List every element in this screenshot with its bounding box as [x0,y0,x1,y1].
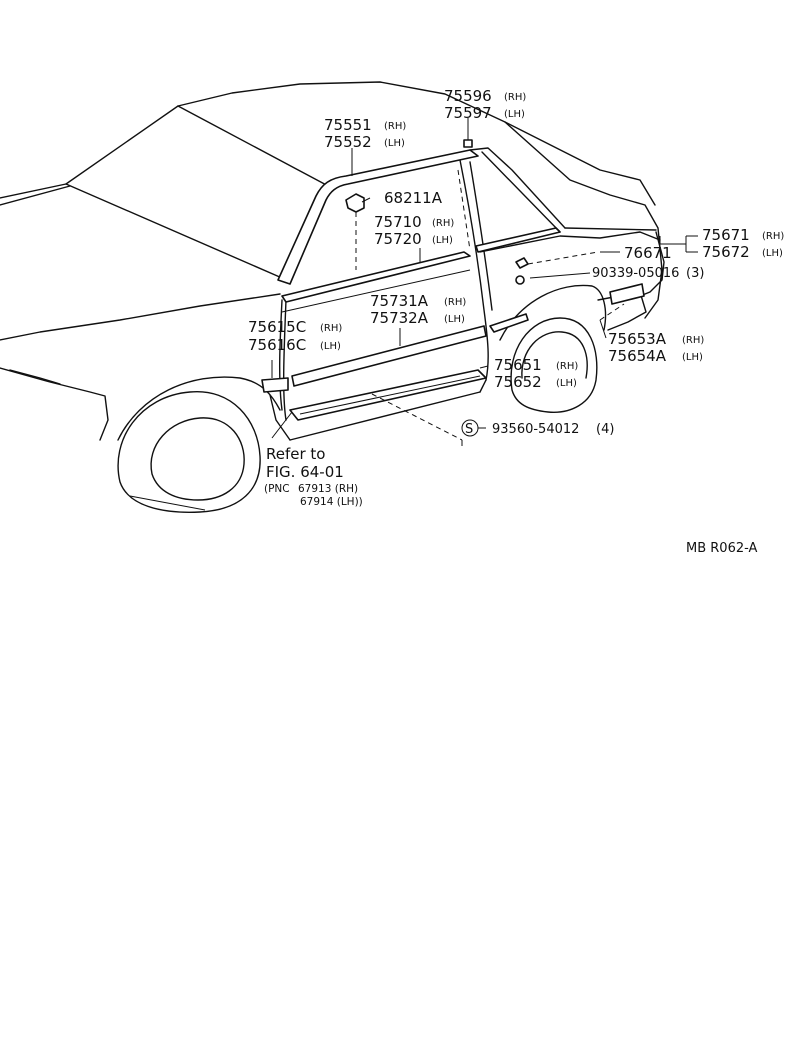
part-number: 75653A [608,330,667,348]
part-side: (RH) [504,92,526,103]
refer-pnc-lh: 67914 (LH)) [300,496,363,508]
car-body-outline [0,81,665,513]
label-75615C: 75615C (RH) 75616C (LH) [248,318,342,354]
part-side: (RH) [556,361,578,372]
part-number: 75597 [444,104,492,122]
refer-pnc-rh: 67913 (RH) [298,483,358,495]
refer-line1: Refer to [266,445,325,463]
label-93560: S 93560-54012 (4) [461,419,614,437]
label-68211A: 68211A [384,189,443,207]
label-75653A: 75653A (RH) 75654A (LH) [608,330,704,365]
label-76671: 76671 [624,244,672,262]
rear-moulding [609,283,645,305]
part-number: 75720 [374,230,422,248]
label-90339: 90339-05016 (3) [592,266,704,281]
refer-pnc-prefix: (PNC [264,483,290,495]
door-side-moulding [291,325,487,387]
part-side: (LH) [320,341,341,352]
part-number: 75615C [248,318,306,336]
belt-moulding [281,251,471,303]
part-side: (LH) [682,352,703,363]
label-75731A: 75731A (RH) 75732A (LH) [370,292,466,327]
clip-75596 [463,139,473,148]
part-number: 75671 [702,226,750,244]
part-number: 75731A [370,292,429,310]
clip-76671 [515,257,529,269]
rear-belt-moulding [475,227,561,253]
refer-line2: FIG. 64-01 [266,463,344,481]
part-side: (RH) [432,218,454,229]
standard-part-symbol [461,419,479,437]
part-side: (RH) [762,231,784,242]
front-fender-moulding [261,377,289,393]
door-frame-moulding [277,149,479,285]
part-number: 75552 [324,133,372,151]
part-side: (RH) [384,121,406,132]
part-number: 93560-54012 [492,422,579,437]
part-side: (RH) [444,297,466,308]
part-number: 75672 [702,243,750,261]
quarter-moulding [489,313,529,333]
part-number: 75654A [608,347,667,365]
diagram-code: MB R062-A [686,541,758,556]
part-qty: (4) [596,422,614,437]
part-side: (LH) [762,248,783,259]
part-side: (LH) [444,314,465,325]
part-number: 75616C [248,336,306,354]
leader-lines [271,118,698,446]
part-number: 75652 [494,373,542,391]
label-75710: 75710 (RH) 75720 (LH) [374,213,454,248]
label-75671: 75671 (RH) 75672 (LH) [702,226,784,261]
part-number: 75732A [370,309,429,327]
part-qty: (3) [686,266,704,281]
part-number: 75596 [444,87,492,105]
part-number: 75651 [494,356,542,374]
part-number: 75710 [374,213,422,231]
part-side: (LH) [504,109,525,120]
label-75651: 75651 (RH) 75652 (LH) [494,356,578,391]
part-side: (LH) [432,235,453,246]
part-number: 75551 [324,116,372,134]
part-side: (LH) [556,378,577,389]
part-side: (RH) [682,335,704,346]
bracket-68211A [345,193,365,213]
label-75551: 75551 (RH) 75552 (LH) [324,116,406,151]
refer-note: Refer to FIG. 64-01 (PNC 67913 (RH) 6791… [264,445,363,508]
part-side: (LH) [384,138,405,149]
standard-part-letter: S [465,422,473,437]
part-side: (RH) [320,323,342,334]
screw-90339 [515,275,525,285]
label-75596: 75596 (RH) 75597 (LH) [444,87,526,122]
part-number: 90339-05016 [592,266,679,281]
